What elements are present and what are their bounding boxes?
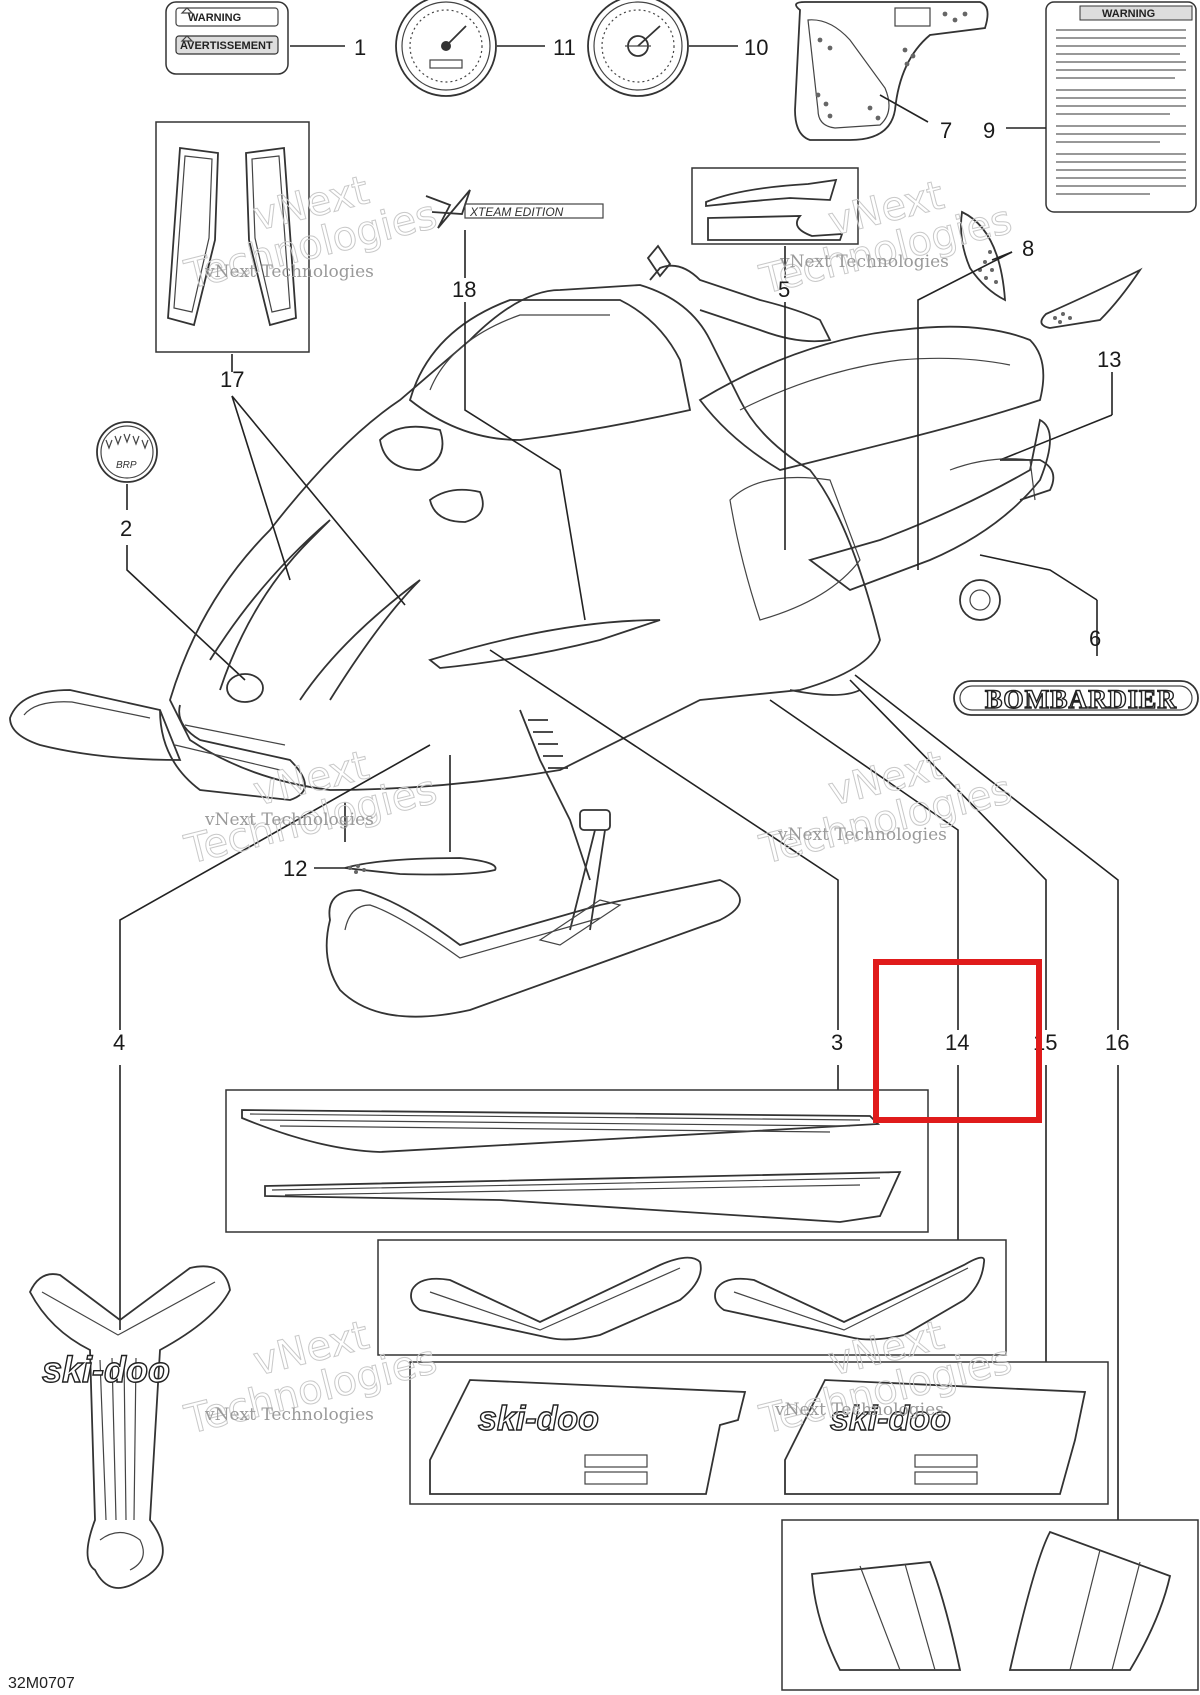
svg-text:vNext Technologies: vNext Technologies	[774, 1400, 944, 1420]
svg-text:BRP: BRP	[116, 460, 137, 471]
warning-label-line2: AVERTISSEMENT	[180, 40, 273, 52]
svg-text:vNext Technologies: vNext Technologies	[204, 262, 374, 282]
callout-11[interactable]: 11	[553, 35, 576, 60]
callout-3[interactable]: 3	[831, 1030, 843, 1055]
callout-14[interactable]: 14	[945, 1030, 969, 1055]
warning-card-title: WARNING	[1102, 8, 1155, 20]
side-stripe-box-part[interactable]	[691, 167, 859, 245]
warning-label-part[interactable]: WARNING AVERTISSEMENT	[165, 1, 289, 75]
ski-doo-side-decals-part[interactable]: ski-doo ski-doo	[409, 1361, 1109, 1505]
callout-4[interactable]: 4	[113, 1030, 125, 1055]
rear-panel-decals-part[interactable]	[781, 1519, 1199, 1691]
callout-7[interactable]: 7	[940, 118, 952, 143]
edition-decal-text: XTEAM EDITION	[469, 205, 564, 219]
svg-text:vNext Technologies: vNext Technologies	[204, 810, 374, 830]
fin-decal-part[interactable]	[1040, 267, 1143, 329]
svg-text:vNext Technologies: vNext Technologies	[779, 252, 949, 272]
gauge-part[interactable]	[587, 0, 689, 97]
speedometer-part[interactable]	[395, 0, 497, 97]
callout-18[interactable]: 18	[452, 277, 476, 302]
callout-9[interactable]: 9	[983, 118, 995, 143]
callout-numbers: 1 2 3 4 5 6 7 8 9 10 11 12 13 14 15 16 1…	[113, 35, 1129, 1055]
callout-1[interactable]: 1	[354, 35, 366, 60]
decal-brand-left: ski-doo	[478, 1400, 599, 1438]
dash-panel-decal-part[interactable]	[794, 1, 989, 141]
diagram-code: 32M0707	[8, 1675, 75, 1692]
callout-2[interactable]: 2	[120, 516, 132, 541]
svg-text:vNext Technologies: vNext Technologies	[204, 1405, 374, 1425]
callout-17[interactable]: 17	[220, 367, 244, 392]
brand-label: BOMBARDIER	[985, 685, 1177, 714]
small-dotted-decal-part[interactable]	[344, 857, 497, 876]
callout-10[interactable]: 10	[744, 35, 768, 60]
bombardier-nameplate-part[interactable]: BOMBARDIER	[953, 680, 1199, 716]
decal-brand-v-logo: ski-doo	[42, 1349, 170, 1390]
callout-8[interactable]: 8	[1022, 236, 1034, 261]
hood-stripe-decals-part[interactable]	[155, 121, 310, 353]
chevron-decals-part[interactable]	[377, 1239, 1007, 1356]
callout-16[interactable]: 16	[1105, 1030, 1129, 1055]
svg-text:vNext Technologies: vNext Technologies	[777, 825, 947, 845]
callout-5[interactable]: 5	[778, 277, 790, 302]
highlight-box	[873, 959, 1042, 1123]
edition-decal-part[interactable]: XTEAM EDITION	[425, 189, 604, 229]
callout-12[interactable]: 12	[283, 856, 307, 881]
brp-emblem-part[interactable]: BRP	[96, 421, 158, 483]
callout-13[interactable]: 13	[1097, 347, 1121, 372]
ski-doo-v-logo-part[interactable]: ski-doo	[28, 1265, 231, 1589]
warning-label-line1: WARNING	[188, 12, 241, 24]
long-stripe-decals-part[interactable]	[225, 1089, 929, 1233]
decal-brand-right: ski-doo	[830, 1400, 951, 1438]
warning-card-part[interactable]: WARNING	[1045, 1, 1197, 213]
snowmobile-illustration	[9, 244, 1055, 1018]
small-side-piece-part[interactable]	[960, 210, 1007, 302]
callout-6[interactable]: 6	[1089, 626, 1101, 651]
